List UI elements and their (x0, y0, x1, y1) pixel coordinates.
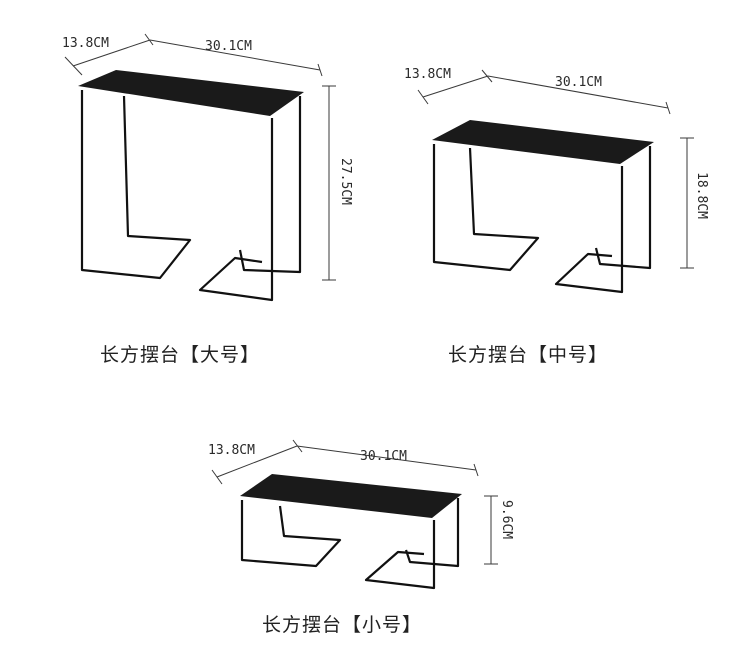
height-label: 18.8CM (694, 172, 709, 219)
product-large: 13.8CM 30.1CM 27.5CM 长方摆台【大号】 (62, 33, 353, 366)
depth-dimension (64, 33, 154, 76)
shelf-large (78, 70, 304, 302)
height-dimension (322, 85, 336, 281)
width-label: 30.1CM (205, 39, 252, 54)
shelf-small (240, 474, 462, 590)
height-label: 9.6CM (499, 500, 514, 539)
width-label: 30.1CM (555, 75, 602, 90)
depth-label: 13.8CM (404, 67, 451, 82)
width-dimension (149, 39, 323, 77)
width-dimension (487, 75, 671, 115)
width-label: 30.1CM (360, 449, 407, 464)
caption-medium: 长方摆台【中号】 (448, 344, 608, 366)
depth-label: 13.8CM (208, 443, 255, 458)
height-dimension (484, 495, 498, 565)
caption-small: 长方摆台【小号】 (262, 614, 422, 636)
height-dimension (680, 137, 694, 269)
depth-label: 13.8CM (62, 36, 109, 51)
shelf-medium (432, 120, 654, 294)
width-dimension (296, 445, 479, 477)
product-small: 13.8CM 30.1CM 9.6CM 长方摆台【小号】 (208, 439, 514, 636)
depth-dimension (417, 69, 493, 105)
height-label: 27.5CM (338, 158, 353, 205)
caption-large: 长方摆台【大号】 (100, 344, 260, 366)
product-medium: 13.8CM 30.1CM 18.8CM 长方摆台【中号】 (404, 67, 709, 366)
